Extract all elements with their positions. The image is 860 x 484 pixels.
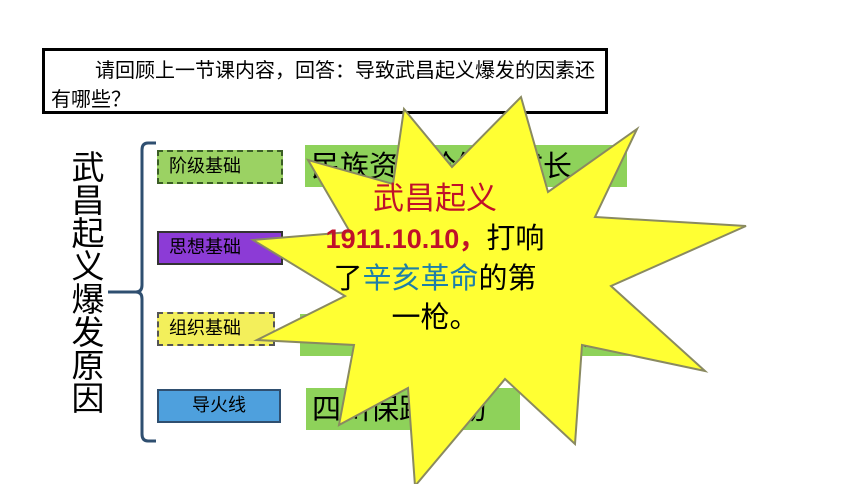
callout-date: 1911.10.10， [325, 224, 487, 254]
callout-line3-suffix: 的第 [478, 261, 537, 295]
callout-title: 武昌起义 [373, 181, 497, 217]
vertical-title: 武昌起义爆发原因 [66, 150, 105, 414]
question-box: 请回顾上一节课内容，回答：导致武昌起义爆发的因素还有哪些？ [42, 48, 608, 114]
callout-highlight: 辛亥革命 [362, 261, 479, 295]
category-label-class-basis: 阶级基础 [157, 150, 283, 184]
callout-line2-rest: 打响 [486, 221, 545, 255]
question-text: 请回顾上一节课内容，回答：导致武昌起义爆发的因素还有哪些？ [51, 58, 595, 111]
callout-line3-prefix: 了 [333, 261, 363, 295]
category-label-ideology-basis: 思想基础 [157, 231, 283, 265]
callout-line4: 一枪。 [391, 300, 479, 334]
callout-text: 武昌起义 1911.10.10，打响 了辛亥革命的第 一枪。 [290, 180, 580, 337]
category-label-trigger: 导火线 [157, 389, 281, 423]
curly-brace [108, 141, 156, 443]
